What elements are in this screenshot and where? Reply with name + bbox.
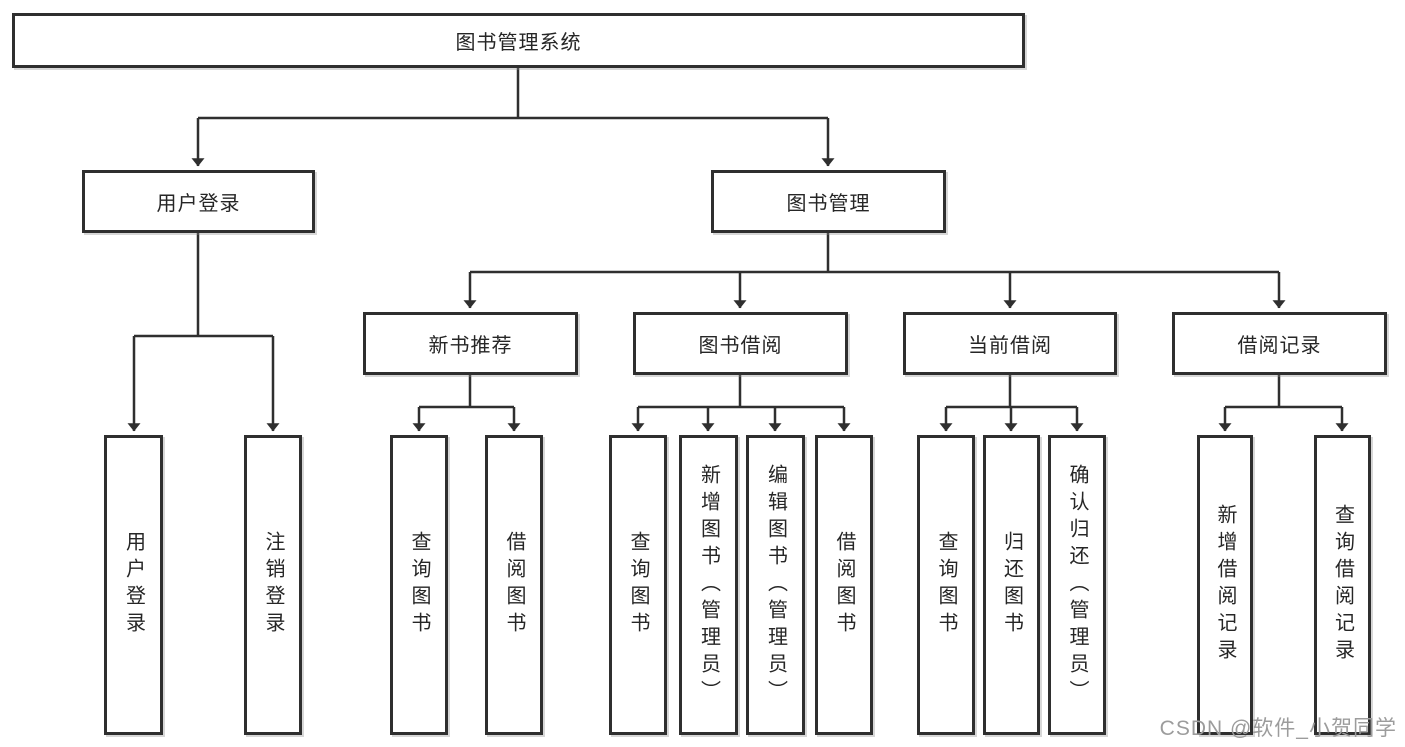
leaf-borrow-book-2: 借阅图书	[815, 435, 873, 735]
leaf-user-login: 用户登录	[104, 435, 163, 735]
node-book-management: 图书管理	[711, 170, 946, 233]
node-book-management-label: 图书管理	[786, 193, 871, 215]
leaf-return-book-label: 归还图书	[1000, 531, 1023, 639]
leaf-edit-book-admin: 编辑图书（管理员）	[746, 435, 805, 735]
leaf-query-book-3: 查询图书	[917, 435, 975, 735]
node-user-login: 用户登录	[82, 170, 315, 233]
leaf-borrow-book-1-label: 借阅图书	[503, 531, 525, 639]
leaf-query-borrow-record: 查询借阅记录	[1314, 435, 1371, 735]
leaf-confirm-return-admin-label: 确认归还（管理员）	[1066, 463, 1088, 707]
leaf-query-book-1-label: 查询图书	[408, 531, 430, 639]
leaf-logout-label: 注销登录	[262, 531, 284, 639]
node-root: 图书管理系统	[12, 13, 1025, 68]
leaf-query-book-2: 查询图书	[609, 435, 667, 735]
node-book-borrow: 图书借阅	[633, 312, 848, 375]
leaf-query-book-3-label: 查询图书	[935, 531, 957, 639]
node-borrow-record-label: 借阅记录	[1237, 335, 1322, 357]
leaf-add-book-admin: 新增图书（管理员）	[679, 435, 738, 735]
node-current-borrow-label: 当前借阅	[968, 335, 1052, 357]
leaf-edit-book-admin-label: 编辑图书（管理员）	[764, 463, 787, 707]
leaf-add-borrow-record-label: 新增借阅记录	[1214, 504, 1236, 666]
node-root-label: 图书管理系统	[455, 32, 582, 54]
node-user-login-label: 用户登录	[156, 193, 241, 215]
watermark: CSDN @软件_小贺同学	[1159, 717, 1397, 740]
node-borrow-record: 借阅记录	[1172, 312, 1387, 375]
leaf-borrow-book-1: 借阅图书	[485, 435, 543, 735]
leaf-query-book-2-label: 查询图书	[627, 531, 649, 639]
leaf-query-borrow-record-label: 查询借阅记录	[1331, 504, 1354, 666]
leaf-borrow-book-2-label: 借阅图书	[833, 531, 855, 639]
leaf-add-book-admin-label: 新增图书（管理员）	[697, 463, 720, 707]
node-current-borrow: 当前借阅	[903, 312, 1117, 375]
leaf-confirm-return-admin: 确认归还（管理员）	[1048, 435, 1106, 735]
node-new-book-recommend-label: 新书推荐	[428, 335, 513, 357]
node-book-borrow-label: 图书借阅	[698, 335, 783, 357]
node-new-book-recommend: 新书推荐	[363, 312, 578, 375]
leaf-logout: 注销登录	[244, 435, 302, 735]
leaf-user-login-label: 用户登录	[122, 531, 145, 639]
leaf-query-book-1: 查询图书	[390, 435, 448, 735]
leaf-add-borrow-record: 新增借阅记录	[1197, 435, 1253, 735]
leaf-return-book: 归还图书	[983, 435, 1040, 735]
